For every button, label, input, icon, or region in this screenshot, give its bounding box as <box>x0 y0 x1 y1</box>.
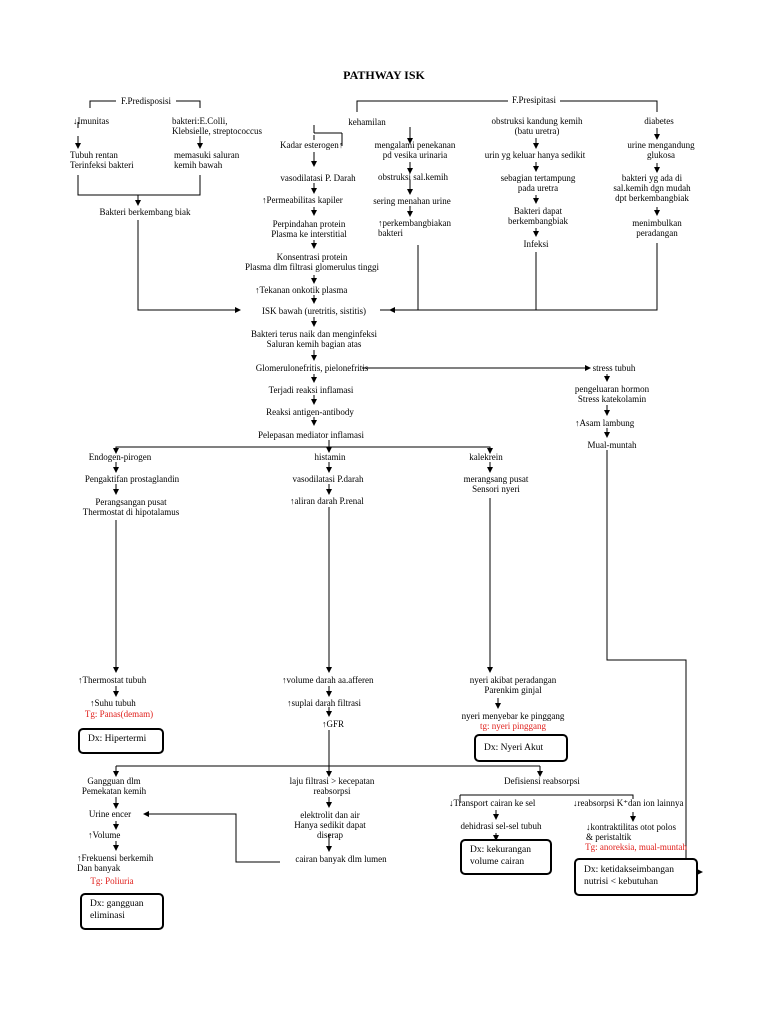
node-permeabilitas: Permeabilitas kapiler <box>262 195 343 205</box>
node-bakteri-dapat: Bakteri dapat berkembangbiak <box>508 206 568 226</box>
kadar-esterogen-label: Kadar esterogen <box>280 140 339 150</box>
node-glomerulonefritis: Glomerulonefritis, pielonefritis <box>255 363 369 373</box>
dx-nyeri-akut: Dx: Nyeri Akut <box>474 734 568 762</box>
node-merangsang-pusat: merangsang pusat Sensori nyeri <box>463 474 529 494</box>
tag-poliuria: Tg: Poliuria <box>90 876 134 886</box>
node-memasuki-saluran: memasuki saluran kemih bawah <box>174 150 240 170</box>
node-cairan-banyak: cairan banyak dlm lumen <box>295 854 387 864</box>
node-bakteri-terus: Bakteri terus naik dan menginfeksi Salur… <box>251 329 377 349</box>
dx-ketidakseimbangan: Dx: ketidakseimbangan nutrisi < kebutuha… <box>574 858 698 896</box>
node-elektrolit: elektrolit dan air Hanya sedikit dapat d… <box>294 810 366 840</box>
node-f-presipitasi: F.Presipitasi <box>511 95 557 105</box>
node-obstruksi-sal: obstruksi sal.kemih <box>378 172 448 182</box>
node-endogen-pirogen: Endogen-pirogen <box>88 452 152 462</box>
node-frekuensi: Frekuensi berkemih Dan banyak <box>77 853 153 873</box>
node-urine-mengandung: urine mengandung glukosa <box>627 140 695 160</box>
dx-hipertermi: Dx: Hipertermi <box>78 728 164 754</box>
node-transport-cairan: Transport cairan ke sel <box>449 798 536 808</box>
up-arrow-icon <box>339 140 344 150</box>
node-bakteri-ecoli: bakteri:E.Colli, Klebsielle, streptococc… <box>172 116 262 136</box>
node-diabetes: diabetes <box>644 116 674 126</box>
node-nyeri-menyebar: nyeri menyebar ke pinggang <box>461 711 565 721</box>
node-reaksi-antigen: Reaksi antigen-antibody <box>266 407 354 417</box>
node-reabsorpsi-k: reabsorpsi K⁺dan ion lainnya <box>573 798 684 808</box>
dx-gangguan-eliminasi: Dx: gangguan eliminasi <box>80 893 164 930</box>
node-vasodilatasi-pdarah: vasodilatasi P.darah <box>292 474 364 484</box>
node-nyeri-akibat: nyeri akibat peradangan Parenkim ginjal <box>469 675 557 695</box>
node-perkembangbiakan: perkembangbiakan bakteri <box>378 218 451 238</box>
node-vasodilatasi-darah: vasodilatasi P. Darah <box>280 173 356 183</box>
node-isk-bawah: ISK bawah (uretritis, sistitis) <box>262 306 366 316</box>
node-volume: Volume <box>88 830 121 840</box>
node-infeksi: Infeksi <box>523 239 549 249</box>
tag-panas: Tg: Panas(demam) <box>84 709 154 719</box>
node-histamin: histamin <box>314 452 346 462</box>
node-kontraktilitas: kontraktilitas otot polos & peristaltik <box>586 822 676 842</box>
node-tekanan-onkotik: Tekanan onkotik plasma <box>255 285 348 295</box>
node-bakteri-berkembang: Bakteri berkembang biak <box>99 207 191 217</box>
node-menimbulkan: menimbulkan peradangan <box>632 218 682 238</box>
node-tubuh-rentan: Tubuh rentan Terinfeksi bakteri <box>70 150 134 170</box>
node-kadar-esterogen: Kadar esterogen <box>280 140 343 150</box>
node-pengeluaran-hormon: pengeluaran hormon Stress katekolamin <box>574 384 650 404</box>
node-gfr: GFR <box>322 719 345 729</box>
node-imunitas: Imunitas <box>73 116 110 126</box>
node-laju-filtrasi: laju filtrasi > kecepatan reabsorpsi <box>289 776 375 796</box>
node-gangguan-pemekatan: Gangguan dlm Pemekatan kemih <box>81 776 147 796</box>
node-volume-darah: volume darah aa.afferen <box>282 675 374 685</box>
node-suplai-darah: suplai darah filtrasi <box>287 698 361 708</box>
tag-anoreksia: Tg: anoreksia, mual-muntah <box>585 842 687 852</box>
node-urin-keluar: urin yg keluar hanya sedikit <box>484 150 586 160</box>
node-terjadi-reaksi: Terjadi reaksi inflamasi <box>268 385 354 395</box>
node-pengaktifan: Pengaktifan prostaglandin <box>84 474 180 484</box>
node-sebagian-tertampung: sebagian tertampung pada uretra <box>500 173 576 193</box>
node-kalekrein: kalekrein <box>469 452 503 462</box>
node-sering-menahan: sering menahan urine <box>373 196 451 206</box>
node-suhu-tubuh: Suhu tubuh <box>90 698 136 708</box>
dx-kekurangan: Dx: kekurangan volume cairan <box>460 839 552 875</box>
node-defisiensi-reabsorpsi: Defisiensi reabsorpsi <box>504 776 580 786</box>
node-obstruksi-kandung: obstruksi kandung kemih (batu uretra) <box>491 116 583 136</box>
node-kehamilan: kehamilan <box>348 117 386 127</box>
node-pelepasan-mediator: Pelepasan mediator inflamasi <box>258 430 364 440</box>
tag-nyeri-pinggang: tg: nyeri pinggang <box>480 721 546 731</box>
node-f-predisposisi: F.Predisposisi <box>120 96 172 106</box>
node-asam-lambung: Asam lambung <box>575 418 635 428</box>
node-dehidrasi: dehidrasi sel-sel tubuh <box>460 821 542 831</box>
node-stress-tubuh: stress tubuh <box>592 363 636 373</box>
node-thermostat-tubuh: Thermostat tubuh <box>78 675 147 685</box>
page-title: PATHWAY ISK <box>343 68 425 82</box>
node-mual-muntah: Mual-muntah <box>587 440 637 450</box>
node-konsentrasi-protein: Konsentrasi protein Plasma dlm filtrasi … <box>245 252 379 272</box>
node-bakteri-ada: bakteri yg ada di sal.kemih dgn mudah dp… <box>613 173 691 203</box>
node-mengalami-penekanan: mengalami penekanan pd vesika urinaria <box>374 140 456 160</box>
node-urine-encer: Urine encer <box>88 809 132 819</box>
node-perpindahan-protein: Perpindahan protein Plasma ke interstiti… <box>271 219 347 239</box>
node-perangsangan-pusat: Perangsangan pusat Thermostat di hipotal… <box>82 497 180 517</box>
node-aliran-darah: aliran darah P.renal <box>290 496 364 506</box>
